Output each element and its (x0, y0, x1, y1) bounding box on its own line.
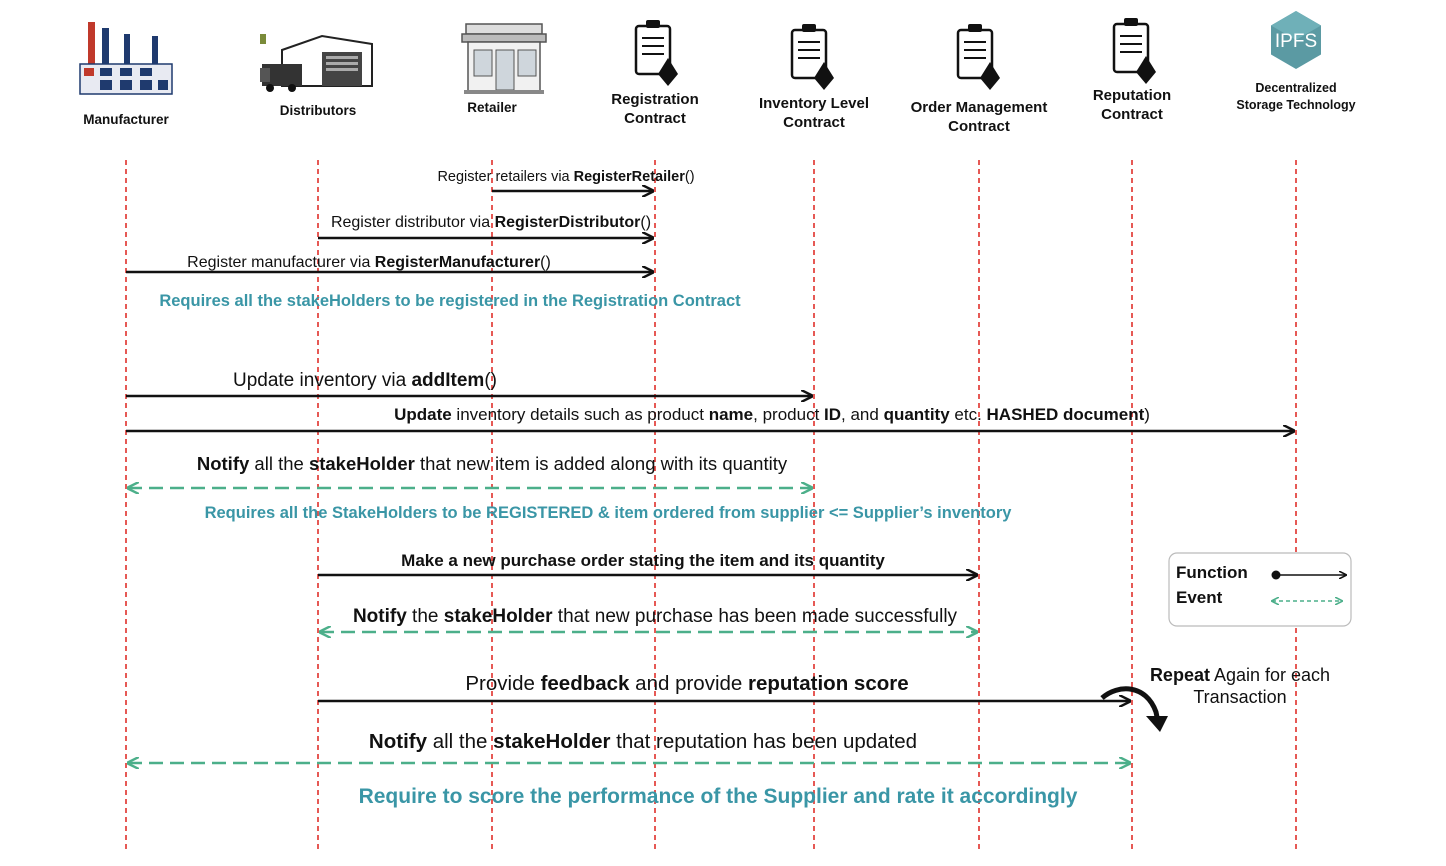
message-text-part: name (709, 405, 753, 424)
message-label-register-distributor: Register distributor via RegisterDistrib… (331, 214, 651, 231)
repeat-text-part: Repeat (1150, 665, 1210, 685)
message-text-part: Register distributor via (331, 214, 495, 231)
ipfs-badge-text: IPFS (1275, 31, 1317, 52)
message-text-part: HASHED document (987, 405, 1145, 424)
inventory-contract-icon (790, 24, 834, 90)
message-text-part: ID (824, 405, 841, 424)
message-register-retailer: Register retailers via RegisterRetailer(… (437, 169, 695, 191)
message-label-register-retailer: Register retailers via RegisterRetailer(… (437, 169, 694, 185)
message-text-part: Notify (353, 606, 407, 627)
message-text-part: Update (394, 405, 452, 424)
storefront-icon (461, 23, 547, 94)
message-text-part: etc. (950, 405, 987, 424)
actor-label-inventory: Contract (783, 114, 845, 131)
message-text-part: and provide (629, 672, 748, 695)
message-text-part: Make a new purchase order stating the it… (401, 551, 885, 570)
message-text-part: RegisterDistributor (495, 214, 641, 231)
message-text-part: that new item is added along with its qu… (415, 453, 788, 474)
actor-label-inventory: Inventory Level (759, 95, 869, 112)
message-label-add-item: Update inventory via addItem() (233, 370, 497, 391)
actor-label-manufacturer: Manufacturer (83, 112, 169, 127)
message-text-part: all the (249, 453, 309, 474)
message-text-part: the (407, 606, 444, 627)
actor-label-retailer: Retailer (467, 100, 517, 115)
message-label-notify-item: Notify all the stakeHolder that new item… (197, 453, 788, 474)
message-text-part: Provide (465, 672, 540, 695)
message-text-part: feedback (541, 672, 630, 695)
message-label-feedback: Provide feedback and provide reputation … (465, 672, 908, 695)
registration-contract-icon (634, 20, 678, 86)
actor-label-ipfs: Storage Technology (1236, 98, 1355, 112)
ipfs-hexagon-icon: IPFS (1271, 11, 1321, 69)
actor-label-reputation: Reputation (1093, 87, 1171, 104)
message-notify-reputation: Notify all the stakeHolder that reputati… (128, 730, 1130, 763)
message-text-part: ) (1144, 405, 1150, 424)
message-text-part: that new purchase has been made successf… (553, 606, 958, 627)
message-text-part: reputation score (748, 672, 909, 695)
message-text-part: Update inventory via (233, 370, 412, 391)
message-text-part: stakeHolder (493, 730, 610, 753)
message-purchase-order: Make a new purchase order stating the it… (318, 551, 977, 575)
note-registered: Requires all the stakeHolders to be regi… (159, 292, 741, 310)
actor-label-registration: Contract (624, 110, 686, 127)
message-text-part: RegisterRetailer (574, 169, 686, 185)
repeat-line2: Transaction (1193, 687, 1286, 707)
message-add-item: Update inventory via addItem() (126, 370, 812, 396)
actor-label-order: Contract (948, 118, 1010, 135)
message-label-notify-purchase: Notify the stakeHolder that new purchase… (353, 606, 958, 627)
actor-label-order: Order Management (911, 99, 1048, 116)
legend-box (1168, 552, 1352, 627)
repeat-line1: Repeat Again for each (1150, 665, 1330, 685)
message-notify-item: Notify all the stakeHolder that new item… (128, 453, 812, 488)
message-text-part: that reputation has been updated (610, 730, 917, 753)
order-contract-icon (956, 24, 1000, 90)
message-text-part: stakeHolder (444, 606, 553, 627)
message-feedback: Provide feedback and provide reputation … (318, 672, 1130, 701)
message-text-part: all the (427, 730, 493, 753)
message-text-part: quantity (884, 405, 951, 424)
message-label-register-manufacturer: Register manufacturer via RegisterManufa… (187, 254, 551, 271)
actor-label-reputation: Contract (1101, 106, 1163, 123)
message-text-part: () (540, 254, 551, 271)
message-text-part: () (685, 169, 695, 185)
actor-label-distributors: Distributors (280, 103, 357, 118)
repeat-annotation: Repeat Again for each Transaction (1100, 665, 1330, 732)
legend-event-label: Event (1176, 588, 1223, 607)
message-text-part: addItem (411, 370, 484, 391)
message-text-part: , product (753, 405, 824, 424)
message-text-part: , and (841, 405, 884, 424)
message-label-update-ipfs: Update inventory details such as product… (394, 405, 1150, 424)
message-notify-purchase: Notify the stakeHolder that new purchase… (320, 606, 977, 632)
actor-label-registration: Registration (611, 91, 699, 108)
message-text-part: inventory details such as product (452, 405, 709, 424)
curved-repeat-arrow-icon (1100, 686, 1161, 723)
factory-icon (79, 22, 173, 95)
message-text-part: RegisterManufacturer (375, 254, 540, 271)
note-score: Require to score the performance of the … (359, 785, 1078, 808)
actor-label-ipfs: Decentralized (1255, 81, 1336, 95)
message-text-part: Register retailers via (437, 169, 573, 185)
message-label-purchase-order: Make a new purchase order stating the it… (401, 551, 885, 570)
message-text-part: Notify (197, 453, 250, 474)
message-text-part: Register manufacturer via (187, 254, 375, 271)
message-text-part: () (484, 370, 497, 391)
message-register-distributor: Register distributor via RegisterDistrib… (318, 214, 653, 238)
legend-function-label: Function (1176, 563, 1248, 582)
reputation-contract-icon (1112, 18, 1156, 84)
message-label-notify-reputation: Notify all the stakeHolder that reputati… (369, 730, 917, 753)
message-update-ipfs: Update inventory details such as product… (126, 405, 1294, 431)
note-inventory: Requires all the StakeHolders to be REGI… (205, 504, 1013, 522)
message-text-part: stakeHolder (309, 453, 415, 474)
legend: Function Event (1168, 552, 1352, 627)
warehouse-truck-icon (260, 34, 373, 92)
message-text-part: Notify (369, 730, 428, 753)
message-register-manufacturer: Register manufacturer via RegisterManufa… (126, 254, 653, 272)
message-text-part: () (640, 214, 651, 231)
repeat-text-part: Again for each (1210, 665, 1330, 685)
